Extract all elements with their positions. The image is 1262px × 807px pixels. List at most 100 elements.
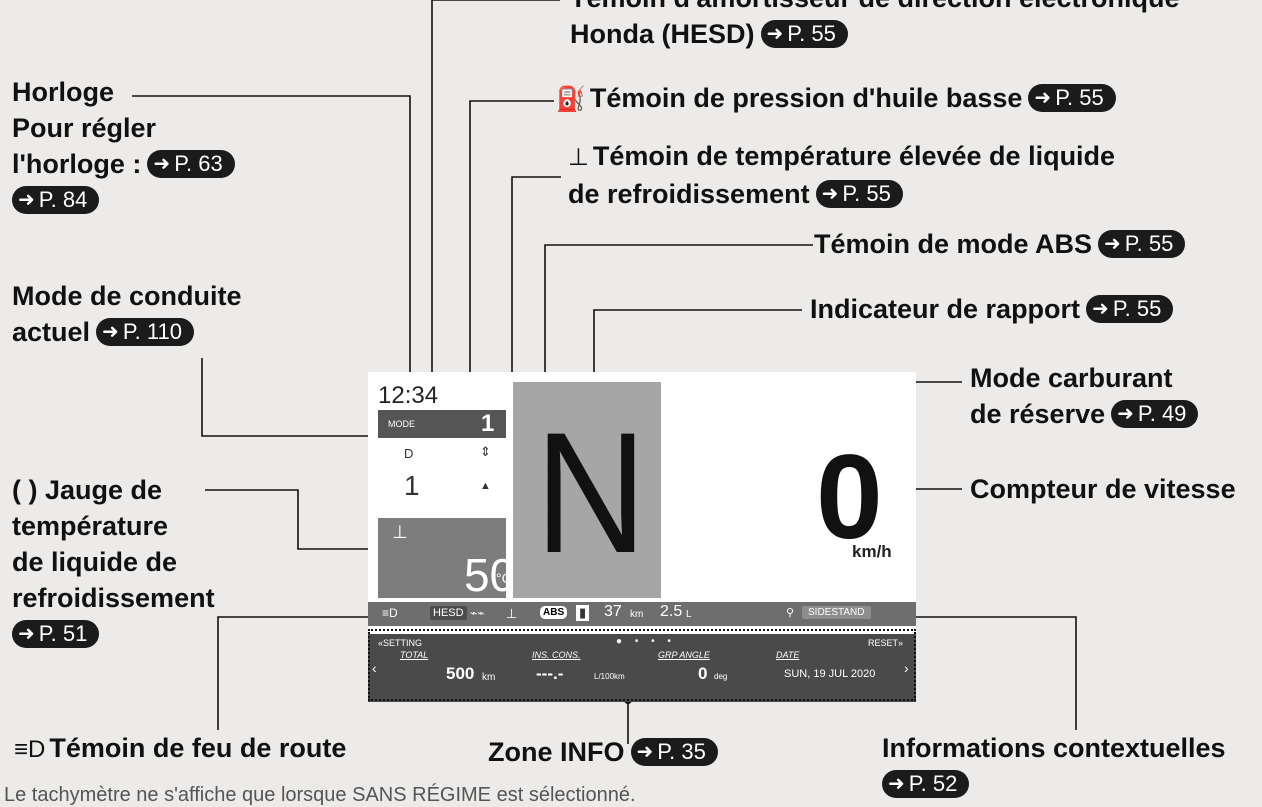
- info-zone-outline: [368, 629, 916, 701]
- label-context: Informations contextuelles ➜P. 52: [882, 730, 1226, 802]
- arrow-right-icon: ➜: [1104, 232, 1121, 255]
- info-setting: «SETTING: [378, 638, 423, 648]
- arrow-right-icon: ➜: [636, 740, 654, 763]
- arrow-right-icon: ➜: [18, 622, 35, 645]
- coolant-temp-icon: ⊥: [392, 522, 408, 542]
- info-angle-value: 0: [698, 664, 708, 683]
- label-context-text: Informations contextuelles: [882, 733, 1226, 763]
- label-mode-line1: Mode de conduite: [12, 281, 242, 311]
- instrument-display: 12:34 MODE 1 D ⇕ 1 ▲ ⊥ 50 °C N 0 km/h ≡D…: [368, 372, 916, 702]
- temp-value: 50: [464, 549, 516, 601]
- label-mode: Mode de conduite actuel➜P. 110: [12, 278, 242, 350]
- hesd-indicator: HESD: [430, 606, 467, 620]
- label-fuel-line1: Mode carburant: [970, 363, 1173, 393]
- status-bar: ≡D HESD ⌁⌁ ⊥ ABS ▮ 37 km 2.5 L ⚲ SIDESTA…: [368, 602, 916, 626]
- info-total-unit: km: [482, 672, 496, 683]
- mode-label: MODE: [388, 419, 415, 429]
- oil-can-icon: ⛽: [556, 86, 586, 113]
- label-temp: ( ) Jauge de température de liquide de r…: [12, 472, 215, 652]
- arrow-right-icon: ➜: [1092, 297, 1109, 320]
- info-zone: «SETTING ● • • • RESET» ‹ › TOTAL INS. C…: [368, 634, 916, 702]
- high-beam-icon: ≡D: [14, 736, 46, 763]
- label-gear-text: Indicateur de rapport: [810, 294, 1081, 324]
- label-hesd-line2: Honda (HESD): [570, 19, 755, 49]
- mode-box: MODE 1: [378, 410, 506, 438]
- fuel-reserve: 2.5: [660, 603, 683, 620]
- label-abs: Témoin de mode ABS➜P. 55: [814, 226, 1186, 262]
- page-ref: ➜P. 55: [1098, 229, 1186, 258]
- label-temp-line2: température: [12, 511, 169, 541]
- label-coolant-line2: de refroidissement: [568, 179, 810, 209]
- gear-indicator: N: [513, 382, 661, 598]
- sidestand-indicator: SIDESTAND: [802, 606, 871, 619]
- temp-unit: °C: [496, 570, 512, 586]
- label-info: Zone INFO➜P. 35: [488, 734, 718, 770]
- speed-value: 0: [816, 430, 883, 564]
- fuel-icon: ▮: [576, 605, 590, 621]
- info-head-total: TOTAL: [400, 650, 429, 660]
- info-cons-value: ---.-: [536, 664, 564, 683]
- label-coolant-high: ⊥Témoin de température élevée de liquide…: [568, 138, 1115, 212]
- info-head-cons: INS. CONS.: [532, 650, 581, 660]
- page-ref: ➜P. 110: [96, 317, 194, 346]
- info-angle-unit: deg: [714, 672, 728, 681]
- coolant-high-icon: ⊥: [506, 606, 518, 621]
- info-cons-unit: L/100km: [594, 672, 625, 681]
- label-oil: ⛽Témoin de pression d'huile basse➜P. 55: [556, 80, 1116, 118]
- triangle-icon: ▲: [480, 480, 491, 492]
- page-ref: ➜P. 51: [12, 619, 100, 648]
- label-clock: Horloge Pour régler l'horloge :➜P. 63 ➜P…: [12, 74, 235, 218]
- info-reset: RESET»: [868, 638, 904, 648]
- page-ref: ➜P. 55: [1028, 83, 1116, 112]
- arrows-icon: ⇕: [480, 444, 491, 459]
- label-temp-line1: ( ) Jauge de: [12, 475, 163, 505]
- gear-letter: N: [535, 397, 647, 589]
- mode-sub-value: 1: [404, 470, 420, 501]
- info-date-value: SUN, 19 JUL 2020: [784, 668, 876, 680]
- label-temp-line4: refroidissement: [12, 583, 215, 613]
- footnote: Le tachymètre ne s'affiche que lorsque S…: [4, 784, 636, 806]
- label-beam-text: Témoin de feu de route: [49, 733, 347, 763]
- speed-unit: km/h: [852, 542, 892, 561]
- abs-indicator: ABS: [540, 606, 568, 619]
- label-hesd-line1: Témoin d'amortisseur de direction électr…: [570, 0, 1180, 16]
- page-ref: ➜P. 49: [1111, 399, 1199, 428]
- page-ref: ➜P. 63: [147, 149, 235, 178]
- label-temp-line3: de liquide de: [12, 547, 178, 577]
- page-ref: ➜P. 84: [12, 185, 100, 214]
- thermometer-icon: ⊥: [568, 144, 589, 171]
- arrow-right-icon: ➜: [102, 320, 119, 343]
- temp-gauge: ⊥ 50 °C: [378, 518, 515, 601]
- label-clock-line2: Pour régler: [12, 113, 157, 143]
- label-fuel-line2: de réserve: [970, 399, 1106, 429]
- arrow-right-icon: ➜: [821, 182, 839, 205]
- label-speed: Compteur de vitesse: [970, 471, 1236, 507]
- label-fuel: Mode carburant de réserve➜P. 49: [970, 360, 1199, 432]
- mode-sub-label: D: [404, 446, 414, 461]
- fuel-range: 37: [604, 603, 622, 620]
- chevron-right-icon: ›: [904, 660, 909, 676]
- page-ref: ➜P. 55: [1086, 294, 1174, 323]
- label-hesd: Témoin d'amortisseur de direction électr…: [570, 0, 1180, 52]
- oil-pressure-icon: ⌁⌁: [470, 606, 485, 620]
- label-gear: Indicateur de rapport➜P. 55: [810, 291, 1174, 327]
- page-dots: ● • • •: [616, 636, 676, 647]
- page-ref: ➜P. 55: [760, 19, 848, 48]
- arrow-right-icon: ➜: [888, 772, 905, 795]
- page-ref: ➜P. 55: [815, 179, 903, 208]
- label-abs-text: Témoin de mode ABS: [814, 229, 1093, 259]
- arrow-right-icon: ➜: [18, 188, 35, 211]
- fuel-range-unit: km: [630, 609, 644, 620]
- label-coolant-line1: Témoin de température élevée de liquide: [592, 141, 1116, 171]
- chevron-left-icon: ‹: [372, 660, 377, 676]
- label-info-text: Zone INFO: [488, 737, 625, 767]
- arrow-right-icon: ➜: [1034, 86, 1052, 109]
- label-mode-line2: actuel: [12, 317, 91, 347]
- info-head-angle: GRP ANGLE: [658, 650, 710, 660]
- arrow-right-icon: ➜: [153, 152, 171, 175]
- label-speed-text: Compteur de vitesse: [970, 474, 1236, 504]
- high-beam-icon: ≡D: [382, 606, 398, 620]
- page-ref: ➜P. 52: [882, 769, 970, 798]
